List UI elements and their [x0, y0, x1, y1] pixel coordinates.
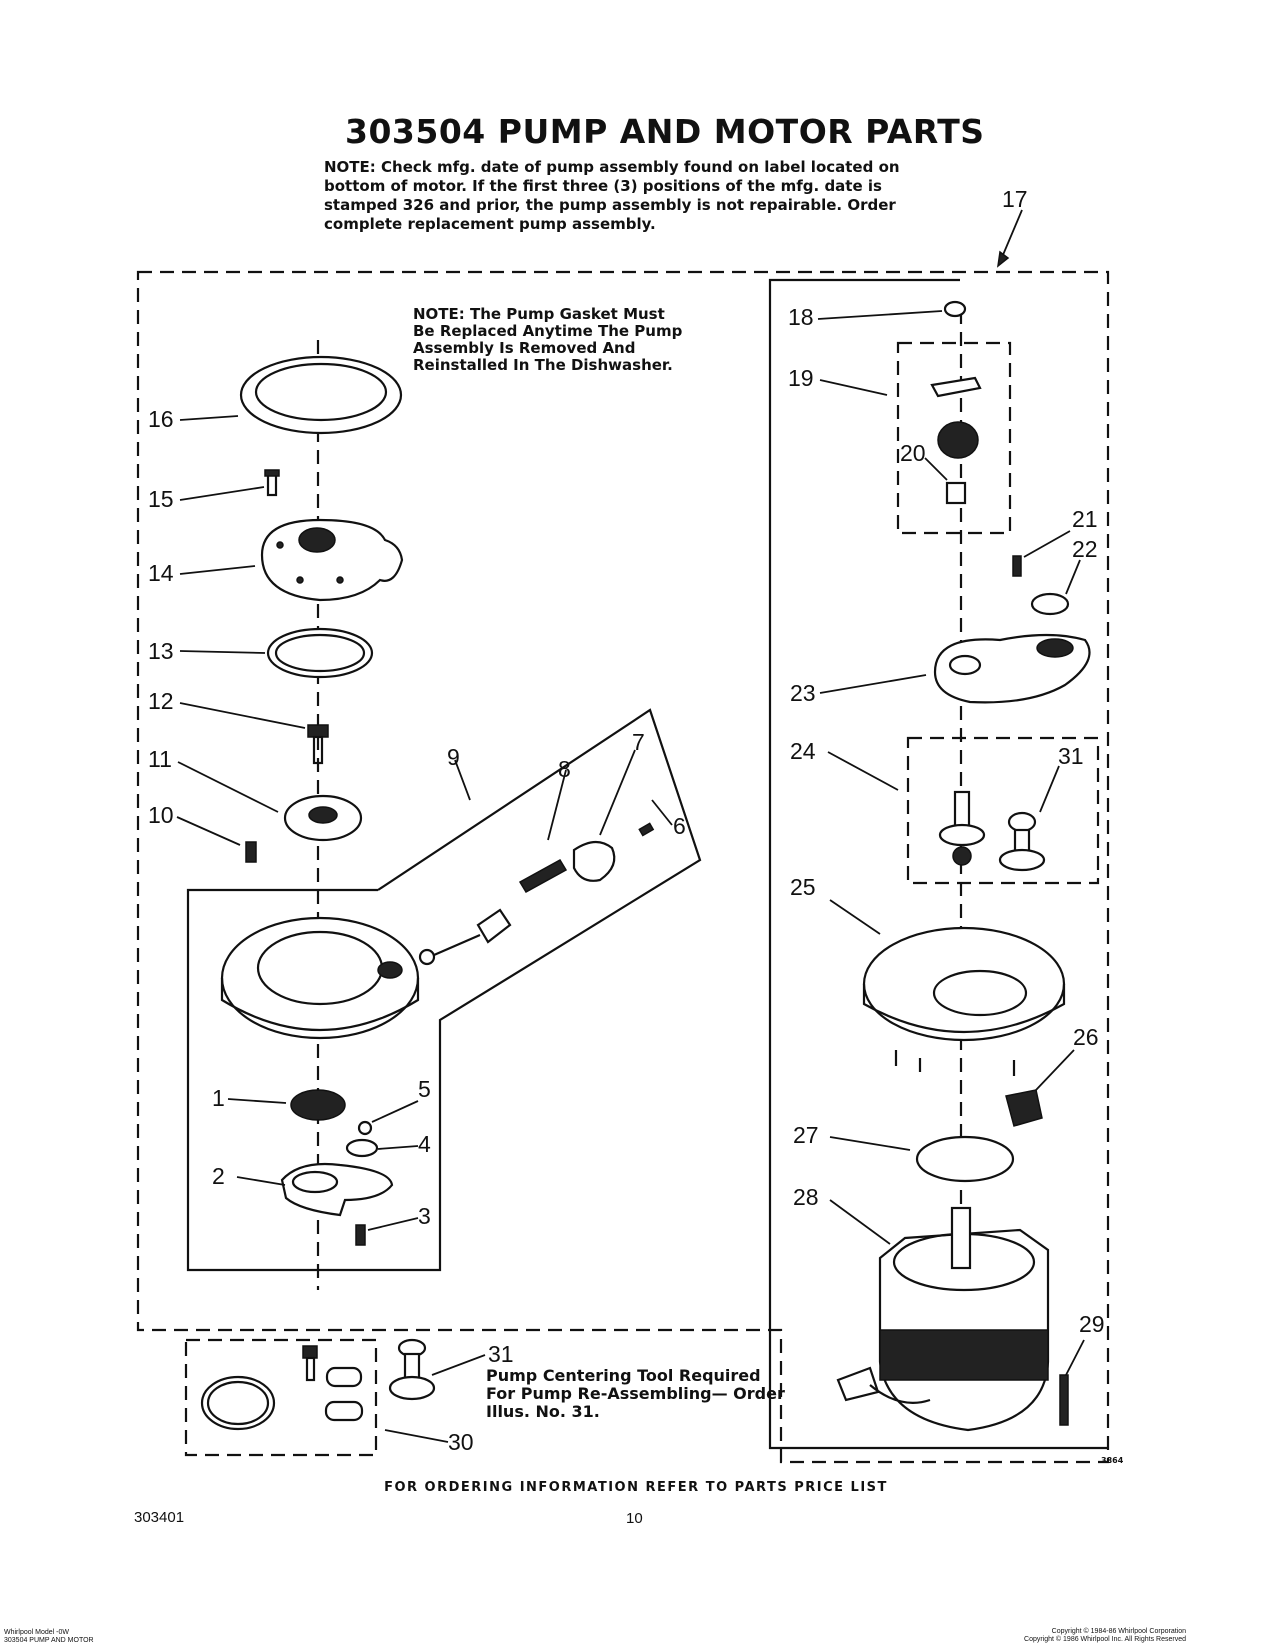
- copyright-line-1: Copyright © 1984-86 Whirlpool Corporatio…: [1051, 1628, 1186, 1635]
- box-30: [184, 1338, 378, 1457]
- callout-18: 18: [788, 304, 814, 330]
- diagram-code: 3864: [1101, 1456, 1124, 1465]
- callout-22: 22: [1072, 536, 1098, 562]
- box-24: [906, 736, 1100, 885]
- screw-15: [264, 469, 280, 497]
- box-19: [896, 341, 1012, 535]
- screw-29: [1059, 1374, 1069, 1426]
- pump-housing: [220, 916, 420, 1040]
- screw-21: [1012, 555, 1022, 577]
- outer-assembly-frame: [136, 270, 1110, 1464]
- callout-9: 9: [447, 744, 460, 770]
- callout-15: 15: [148, 486, 174, 512]
- page-number: 10: [626, 1510, 643, 1527]
- grommet-22: [1030, 592, 1070, 616]
- shaft-coupling-24: [938, 790, 986, 866]
- callout-27: 27: [793, 1122, 819, 1148]
- callout-2: 2: [212, 1163, 225, 1189]
- motor-28: [836, 1206, 1050, 1432]
- callout-7: 7: [632, 729, 645, 755]
- callout-4: 4: [418, 1131, 431, 1157]
- callout-6: 6: [673, 813, 686, 839]
- callout-16: 16: [148, 406, 174, 432]
- callout-25: 25: [790, 874, 816, 900]
- seal-4: [345, 1138, 379, 1158]
- callout-21: 21: [1072, 506, 1098, 532]
- motor-mount-25: [862, 926, 1066, 1076]
- callout-23: 23: [790, 680, 816, 706]
- callout-11: 11: [148, 746, 172, 772]
- callout-19: 19: [788, 365, 814, 391]
- page-title: 303504 PUMP AND MOTOR PARTS: [345, 112, 985, 151]
- callout-20: 20: [900, 440, 926, 466]
- pump-subframe: [186, 708, 702, 1272]
- motor-subframe: [768, 278, 1108, 1450]
- check-valve-parts: [418, 822, 655, 966]
- screw-10: [245, 841, 257, 863]
- seal-kit-19: [930, 376, 982, 505]
- pump-cover-plate: [260, 518, 404, 602]
- screw-3: [355, 1224, 366, 1246]
- callout-8: 8: [558, 756, 571, 782]
- callout-12: 12: [148, 688, 174, 714]
- pump-gasket: [239, 355, 403, 435]
- leader-lines: [176, 310, 1085, 1443]
- callout-24: 24: [790, 738, 816, 764]
- callout-13: 13: [148, 638, 174, 664]
- callout-10: 10: [148, 802, 174, 828]
- gasket-note: NOTE: The Pump Gasket Must Be Replaced A…: [413, 305, 683, 374]
- centering-tool-31: [998, 811, 1046, 872]
- mfg-date-note: NOTE: Check mfg. date of pump assembly f…: [324, 158, 900, 233]
- leader-17: [999, 209, 1023, 263]
- callout-28: 28: [793, 1184, 819, 1210]
- slinger-27: [915, 1135, 1015, 1183]
- callout-5: 5: [418, 1076, 431, 1102]
- callout-17: 17: [1002, 186, 1028, 212]
- callout-14: 14: [148, 560, 174, 586]
- lower-housing-2: [280, 1162, 394, 1217]
- kit-30-parts: [200, 1345, 364, 1431]
- centering-tool-note: Pump Centering Tool Required For Pump Re…: [486, 1366, 785, 1421]
- ball-5: [357, 1120, 373, 1136]
- strainer-1: [290, 1089, 346, 1121]
- callout-3: 3: [418, 1203, 431, 1229]
- section-line: 303504 PUMP AND MOTOR: [4, 1637, 94, 1644]
- clip-26: [1005, 1089, 1043, 1127]
- model-line: Whirlpool Model -0W: [4, 1629, 69, 1636]
- washer-18: [943, 300, 967, 318]
- leader-17-arrow: [996, 250, 1010, 268]
- nut-12: [307, 724, 329, 765]
- callout-31-upper: 31: [1058, 743, 1084, 769]
- copyright-line-2: Copyright © 1986 Whirlpool Inc. All Righ…: [1024, 1636, 1186, 1643]
- document-number: 303401: [134, 1509, 185, 1526]
- callout-26: 26: [1073, 1024, 1099, 1050]
- callout-31-lower: 31: [488, 1341, 514, 1367]
- centering-tool-31-b: [388, 1338, 436, 1401]
- callout-30: 30: [448, 1429, 474, 1455]
- motor-bracket-23: [933, 633, 1091, 704]
- o-ring-13: [266, 627, 374, 679]
- callout-29: 29: [1079, 1311, 1105, 1337]
- callout-1: 1: [212, 1085, 225, 1111]
- impeller-11: [283, 794, 363, 842]
- ordering-footer: FOR ORDERING INFORMATION REFER TO PARTS …: [384, 1480, 888, 1495]
